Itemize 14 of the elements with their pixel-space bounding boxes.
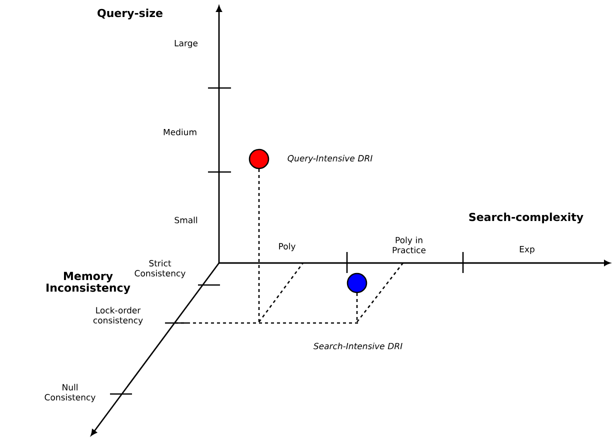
- tick-label: Poly in Practice: [392, 236, 426, 254]
- tick-label: Null Consistency: [44, 384, 96, 402]
- tick-label: Lock-order consistency: [93, 306, 143, 326]
- tick-label: Poly: [279, 242, 296, 252]
- tick-label: Large: [174, 40, 198, 48]
- axis-title: Memory Inconsistency: [46, 272, 130, 294]
- tick-label: Strict Consistency: [134, 260, 186, 278]
- tick-label: Medium: [164, 128, 196, 136]
- point-label: Query-Intensive DRI: [288, 154, 372, 164]
- tick-label: Small: [174, 216, 198, 224]
- axis-title: Query-size: [98, 8, 162, 20]
- tick-label: Exp: [520, 246, 534, 254]
- point-label: Search-Intensive DRI: [313, 342, 402, 350]
- axis-title: Search-complexity: [469, 212, 584, 224]
